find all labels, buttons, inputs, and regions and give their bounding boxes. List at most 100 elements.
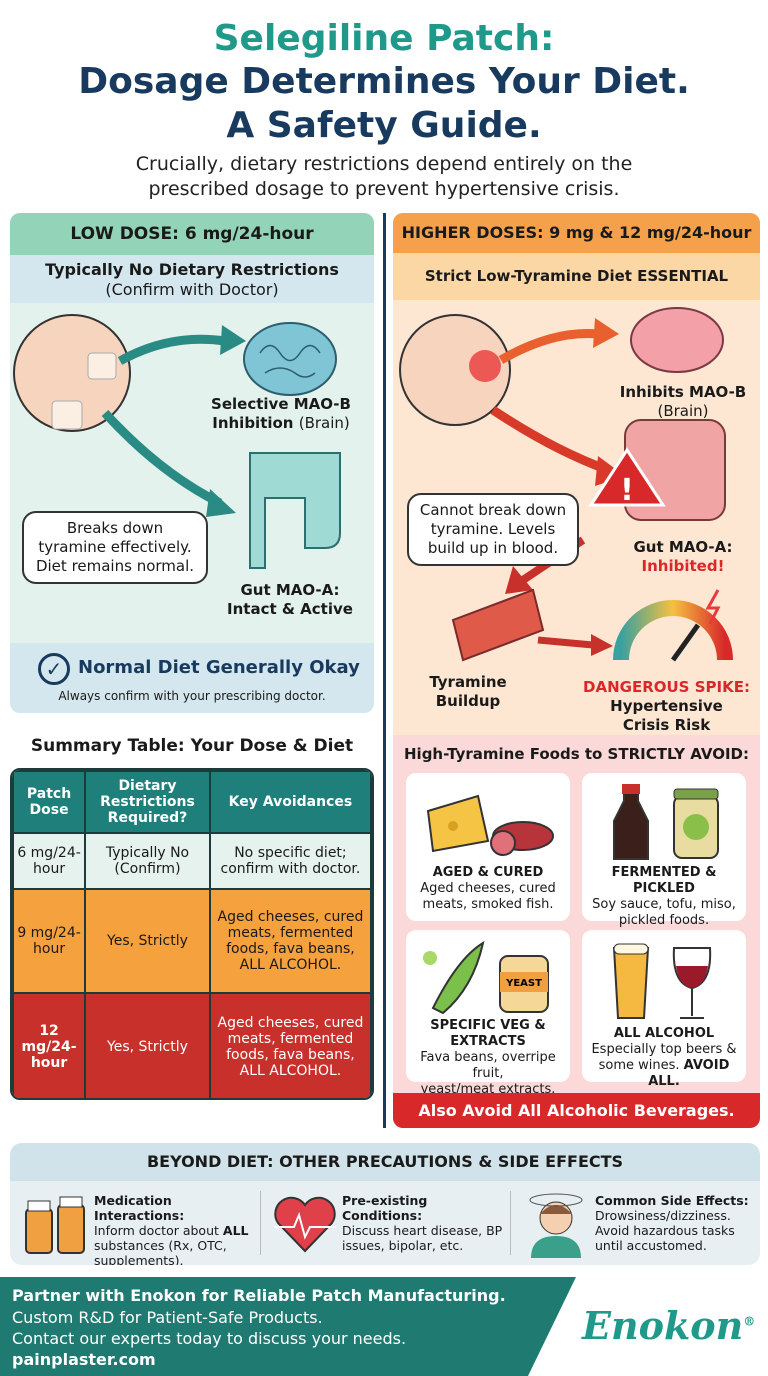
food-card-title: SPECIFIC VEG &	[430, 1018, 546, 1033]
footer-line-3: Contact our experts today to discuss you…	[12, 1329, 407, 1348]
food-card-desc: Aged cheeses, cured	[420, 881, 556, 896]
low-dose-subheading: Typically No Dietary Restrictions (Confi…	[10, 255, 374, 303]
precaution-medication: Medication Interactions:Inform doctor ab…	[94, 1193, 254, 1265]
subnote: (Confirm with Doctor)	[105, 280, 279, 299]
pill-bottles-icon	[25, 1196, 85, 1254]
gut-label: Gut MAO-A:Inhibited!	[618, 538, 748, 576]
spike-label-line-1: Hypertensive	[610, 697, 723, 715]
foods-section: High-Tyramine Foods to STRICTLY AVOID: A…	[393, 735, 760, 1128]
arrow-icon	[117, 334, 226, 365]
restrictions-cell: Typically No (Confirm)	[84, 832, 211, 890]
title-lines: Dosage Determines Your Diet.A Safety Gui…	[0, 60, 768, 148]
registered-mark: ®	[743, 1314, 756, 1329]
food-card-title: FERMENTED & PICKLED	[611, 865, 717, 896]
normal-diet-box: ✓ Normal Diet Generally Okay Always conf…	[10, 643, 374, 713]
arrow-head-icon	[220, 325, 246, 355]
arrow-icon	[498, 329, 599, 364]
dose-cell: 9 mg/24-hour	[12, 888, 87, 994]
patch-icon	[51, 400, 83, 430]
food-card-desc: meats, smoked fish.	[422, 897, 554, 912]
food-card-desc: Fava beans, overripe fruit,	[420, 1050, 556, 1081]
food-card-desc: some wines. AVOID ALL.	[582, 1058, 746, 1090]
arrow-head-icon	[591, 634, 613, 656]
high-dose-subheading: Strict Low-Tyramine Diet ESSENTIAL	[393, 253, 760, 300]
precaution-title: Medication Interactions:	[94, 1193, 185, 1223]
yeast-jar-label: YEAST	[505, 978, 542, 989]
avoidances-cell: No specific diet; confirm with doctor.	[208, 832, 372, 890]
divider	[260, 1191, 261, 1255]
brain-icon	[243, 322, 337, 396]
check-circle-icon: ✓	[38, 653, 70, 685]
gauge-icon	[613, 600, 733, 661]
low-dose-panel: LOW DOSE: 6 mg/24-hour Typically No Diet…	[10, 213, 374, 713]
lightning-icon	[705, 589, 721, 625]
bubble-line: tyramine effectively.	[38, 538, 192, 556]
shoulder-icon	[13, 314, 131, 432]
food-card-title: EXTRACTS	[450, 1034, 526, 1049]
restrictions-cell: Yes, Strictly	[84, 888, 211, 994]
shoulder-icon	[399, 314, 511, 426]
soy-sauce-pickle-jar-icon	[613, 784, 719, 860]
avoidances-cell: Aged cheeses, cured meats, fermented foo…	[208, 992, 372, 1098]
title-line-2: Dosage Determines Your Diet.	[78, 61, 690, 102]
brain-label: Inhibits MAO-B(Brain)	[608, 383, 758, 421]
food-card-title: AGED & CURED	[432, 865, 544, 880]
patch-icon	[469, 350, 501, 382]
food-card-desc: pickled foods.	[618, 913, 710, 928]
arrow-icon	[490, 406, 610, 475]
column-header: Dietary Restrictions Required?	[84, 770, 211, 834]
dose-cell: 12 mg/24-hour	[12, 992, 87, 1098]
precautions-heading: BEYOND DIET: OTHER PRECAUTIONS & SIDE EF…	[10, 1143, 760, 1181]
precaution-text-part: Inform doctor about	[94, 1223, 223, 1238]
food-card-desc: Especially top beers &	[591, 1042, 737, 1057]
warning-icon	[588, 447, 666, 507]
high-dose-panel: HIGHER DOSES: 9 mg & 12 mg/24-hour Stric…	[393, 213, 760, 1128]
food-card-desc-bold: AVOID ALL.	[648, 1058, 730, 1089]
column-header: Patch Dose	[12, 770, 87, 834]
brain-label-location: (Brain)	[298, 414, 350, 432]
brain-label-line-2: Inhibition	[212, 414, 294, 432]
food-card-desc-end: some wines.	[598, 1058, 680, 1073]
spike-label-line-2: Crisis Risk	[622, 716, 711, 734]
high-dose-illustration: !	[399, 307, 733, 662]
bubble-line: tyramine. Levels	[430, 520, 556, 538]
patch-icon	[87, 352, 117, 380]
title-line-1: Selegiline Patch:	[213, 18, 555, 59]
arrow-head-icon	[593, 318, 619, 348]
precaution-title: Pre-existing Conditions:	[342, 1193, 428, 1223]
dizzy-person-icon	[529, 1193, 583, 1258]
buildup-label-line-2: Buildup	[435, 692, 501, 710]
precaution-title: Common Side Effects:	[595, 1193, 749, 1208]
food-card-desc: Soy sauce, tofu, miso,	[592, 897, 736, 912]
gut-label-line-1: Gut MAO-A:	[240, 581, 340, 599]
restrictions-cell: Yes, Strictly	[84, 992, 211, 1098]
dose-cell: 6 mg/24-hour	[12, 832, 87, 890]
precaution-text-part: substances (Rx, OTC, supplements).	[94, 1238, 227, 1265]
brain-icon	[630, 307, 724, 373]
arrow-icon	[537, 636, 594, 649]
avoidances-cell: Aged cheeses, cured meats, fermented foo…	[208, 888, 372, 994]
arrow-head-icon	[206, 489, 236, 517]
low-dose-heading: LOW DOSE: 6 mg/24-hour	[10, 213, 374, 255]
subtitle-line-2: prescribed dosage to prevent hypertensiv…	[148, 178, 620, 200]
column-header: Key Avoidances	[208, 770, 372, 834]
footer-website-link[interactable]: painplaster.com	[12, 1350, 156, 1369]
subheading-text: Typically No Dietary Restrictions	[45, 260, 339, 279]
logo-text: Enokon	[582, 1303, 744, 1348]
brain-folds-icon	[259, 344, 321, 378]
precautions-section: BEYOND DIET: OTHER PRECAUTIONS & SIDE EF…	[10, 1143, 760, 1265]
bubble-line: Breaks down	[66, 519, 164, 537]
alcohol-banner: Also Avoid All Alcoholic Beverages.	[393, 1093, 760, 1128]
precaution-text: Inform doctor about ALL substances (Rx, …	[94, 1223, 254, 1265]
bubble-line: Diet remains normal.	[35, 557, 195, 575]
footer-tagline: Partner with Enokon for Reliable Patch M…	[12, 1286, 506, 1305]
gut-label-line-2: Intact & Active	[227, 600, 353, 618]
